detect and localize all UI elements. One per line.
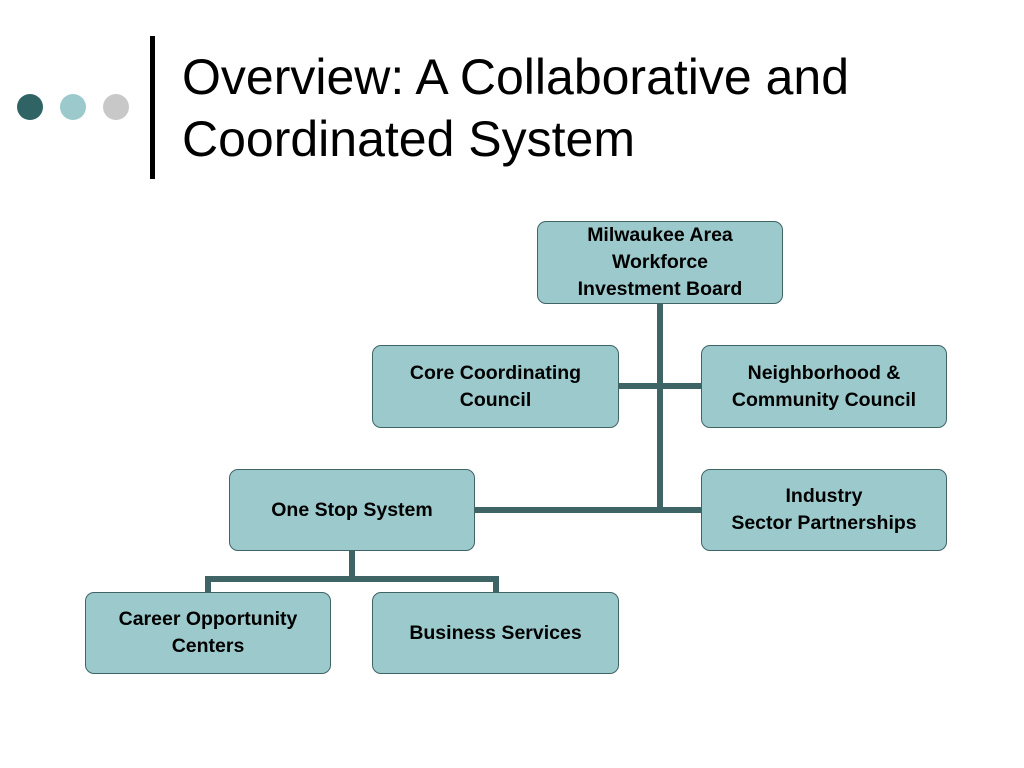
node-label: Neighborhood & Community Council <box>732 360 916 414</box>
node-industry-sector-partnerships[interactable]: Industry Sector Partnerships <box>701 469 947 551</box>
node-label: Industry Sector Partnerships <box>731 483 916 537</box>
slide-title-line: Overview: A Collaborative and <box>182 49 850 105</box>
node-label-line: Core Coordinating <box>409 361 582 384</box>
bullet-dot-dark-icon <box>17 94 43 120</box>
node-label-line: Council <box>459 388 532 411</box>
node-label: Milwaukee Area Workforce Investment Boar… <box>578 222 743 303</box>
node-label-line: Community Council <box>731 388 917 411</box>
node-label: One Stop System <box>271 497 432 524</box>
title-divider <box>150 36 155 179</box>
node-label-line: Investment Board <box>577 278 743 300</box>
node-label-line: One Stop System <box>271 498 433 521</box>
node-label: Core Coordinating Council <box>410 360 581 414</box>
node-label-line: Centers <box>171 635 245 657</box>
node-neighborhood-community-council[interactable]: Neighborhood & Community Council <box>701 345 947 428</box>
node-label: Career Opportunity Centers <box>119 606 298 660</box>
node-business-services[interactable]: Business Services <box>372 592 619 674</box>
node-career-opportunity-centers[interactable]: Career Opportunity Centers <box>85 592 331 674</box>
node-label-line: Career Opportunity <box>118 608 298 630</box>
slide-title-line: Coordinated System <box>182 111 636 167</box>
node-label-line: Workforce <box>611 251 709 273</box>
node-label-line: Business Services <box>409 621 582 644</box>
bullet-dot-gray-icon <box>103 94 129 120</box>
bullet-dot-light-icon <box>60 94 86 120</box>
slide-title: Overview: A Collaborative and Coordinate… <box>182 46 982 170</box>
node-label-line: Sector Partnerships <box>731 512 917 534</box>
node-core-coordinating-council[interactable]: Core Coordinating Council <box>372 345 619 428</box>
node-milwaukee-area-workforce-investment-board[interactable]: Milwaukee Area Workforce Investment Boar… <box>537 221 783 304</box>
node-label-line: Industry <box>785 485 863 507</box>
node-label: Business Services <box>409 620 581 647</box>
node-label-line: Neighborhood & <box>747 361 901 384</box>
node-one-stop-system[interactable]: One Stop System <box>229 469 475 551</box>
node-label-line: Milwaukee Area <box>587 224 733 246</box>
